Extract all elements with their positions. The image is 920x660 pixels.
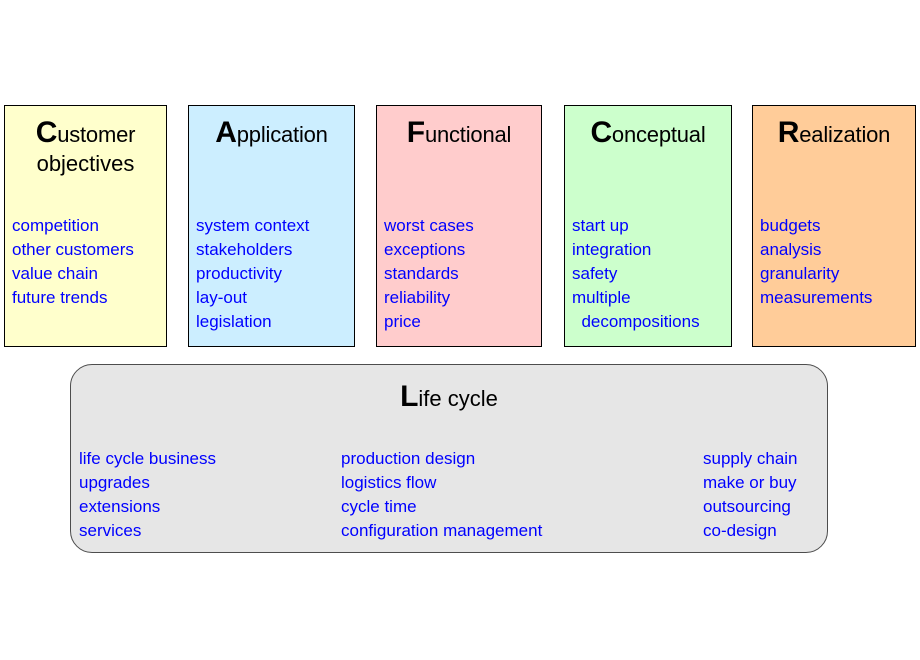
- card-list-item: integration: [572, 240, 652, 259]
- card-list-item: productivity: [196, 264, 282, 283]
- life-cycle-list-item: logistics flow: [341, 473, 437, 492]
- card-list-item: start up: [572, 216, 629, 235]
- card-title-rest: ealization: [799, 122, 891, 147]
- card-list-item: system context: [196, 216, 310, 235]
- card-title-conceptual: Conceptual: [565, 106, 731, 150]
- card-title-customer-objectives: Customer: [5, 106, 166, 150]
- life-cycle-list-item: make or buy: [703, 473, 797, 492]
- card-list-item: competition: [12, 216, 99, 235]
- life-cycle-title-rest: ife cycle: [418, 386, 498, 411]
- life-cycle-columns: life cycle business upgrades extensions ser…: [71, 447, 827, 547]
- life-cycle-list-item: life cycle business: [79, 449, 217, 468]
- card-list-item: value chain: [12, 264, 99, 283]
- life-cycle-panel: Life cycle life cycle business upgrades ex…: [70, 364, 828, 553]
- card-list-item: legislation: [196, 312, 272, 331]
- card-list-item: decompositions: [572, 312, 700, 331]
- card-list-item: other customers: [12, 240, 134, 259]
- card-list-item: exceptions: [384, 240, 466, 259]
- card-list-item: multiple: [572, 288, 631, 307]
- card-title-capital: C: [590, 116, 612, 149]
- card-title-rest: onceptual: [611, 122, 706, 147]
- card-list-item: analysis: [760, 240, 822, 259]
- card-title-application: Application: [189, 106, 354, 150]
- card-title-capital: F: [406, 116, 425, 149]
- card-list-item: worst cases: [384, 216, 474, 235]
- card-list-item: granularity: [760, 264, 840, 283]
- card-conceptual: Conceptual start up integration safety multi…: [564, 105, 732, 347]
- card-title-second-line: objectives: [36, 151, 135, 176]
- card-title-rest: ustomer: [57, 122, 136, 147]
- card-item-list: budgets analysis granularity measurements: [760, 214, 911, 310]
- life-cycle-list-item: co-design: [703, 521, 777, 540]
- life-cycle-list-item: services: [79, 521, 142, 540]
- life-cycle-title-capital: L: [400, 380, 419, 413]
- card-title-rest: pplication: [236, 122, 328, 147]
- card-title-rest: unctional: [424, 122, 512, 147]
- card-item-list: start up integration safety multiple decomp…: [572, 214, 727, 334]
- card-list-item: lay-out: [196, 288, 248, 307]
- life-cycle-list-item: outsourcing: [703, 497, 791, 516]
- life-cycle-list-item: configuration management: [341, 521, 543, 540]
- card-item-list: system context stakeholders productivity la…: [196, 214, 350, 334]
- card-application: Application system context stakeholders pro…: [188, 105, 355, 347]
- card-list-item: stakeholders: [196, 240, 293, 259]
- card-list-item: future trends: [12, 288, 108, 307]
- card-list-item: measurements: [760, 288, 873, 307]
- card-title-functional: Functional: [377, 106, 541, 150]
- card-title-capital: A: [215, 116, 237, 149]
- life-cycle-list-item: production design: [341, 449, 476, 468]
- card-item-list: worst cases exceptions standards reliabilit…: [384, 214, 537, 334]
- life-cycle-list-item: upgrades: [79, 473, 150, 492]
- card-item-list: competition other customers value chain fut…: [12, 214, 162, 310]
- card-list-item: reliability: [384, 288, 451, 307]
- card-title-capital: C: [35, 116, 58, 149]
- card-functional: Functional worst cases exceptions standards…: [376, 105, 542, 347]
- life-cycle-list-item: cycle time: [341, 497, 417, 516]
- card-list-item: budgets: [760, 216, 821, 235]
- card-realization: Realization budgets analysis granularity mea…: [752, 105, 916, 347]
- life-cycle-list-item: extensions: [79, 497, 161, 516]
- life-cycle-column-lifecycle-business: life cycle business upgrades extensions ser…: [79, 447, 216, 543]
- card-list-item: price: [384, 312, 421, 331]
- card-list-item: safety: [572, 264, 618, 283]
- card-title-capital: R: [777, 116, 800, 149]
- life-cycle-list-item: supply chain: [703, 449, 798, 468]
- card-title-realization: Realization: [753, 106, 915, 150]
- life-cycle-column-lifecycle-production: production design logistics flow cycle tim…: [341, 447, 542, 543]
- life-cycle-column-lifecycle-sourcing: supply chain make or buy outsourcing co-des…: [703, 447, 798, 543]
- life-cycle-title: Life cycle: [71, 365, 827, 414]
- card-list-item: standards: [384, 264, 459, 283]
